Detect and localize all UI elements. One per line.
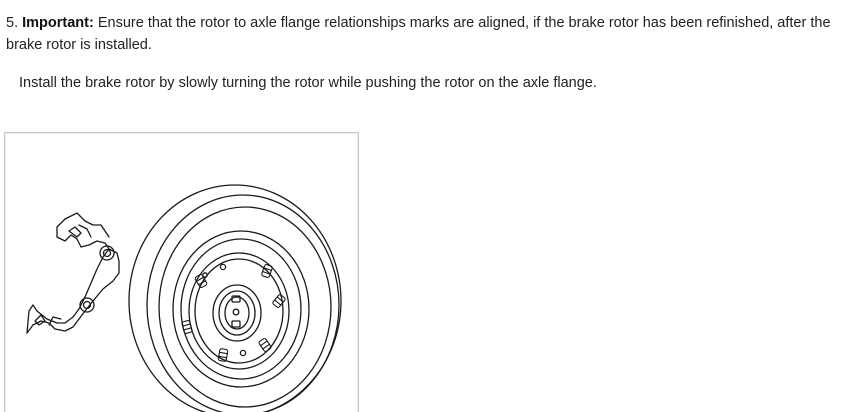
step-5-important-note: 5. Important: Ensure that the rotor to a… (6, 12, 858, 56)
caliper-bracket (26, 212, 120, 334)
rotor-diagram-svg (26, 184, 342, 412)
install-instruction: Install the brake rotor by slowly turnin… (19, 75, 597, 91)
step-number: 5. (6, 15, 19, 31)
brake-rotor-illustration (4, 132, 359, 412)
wheel-studs (181, 264, 286, 362)
rotor-alignment-holes (202, 263, 247, 357)
brake-rotor (128, 184, 342, 412)
important-text: Ensure that the rotor to axle flange rel… (6, 15, 831, 53)
important-label: Important: (22, 15, 94, 31)
